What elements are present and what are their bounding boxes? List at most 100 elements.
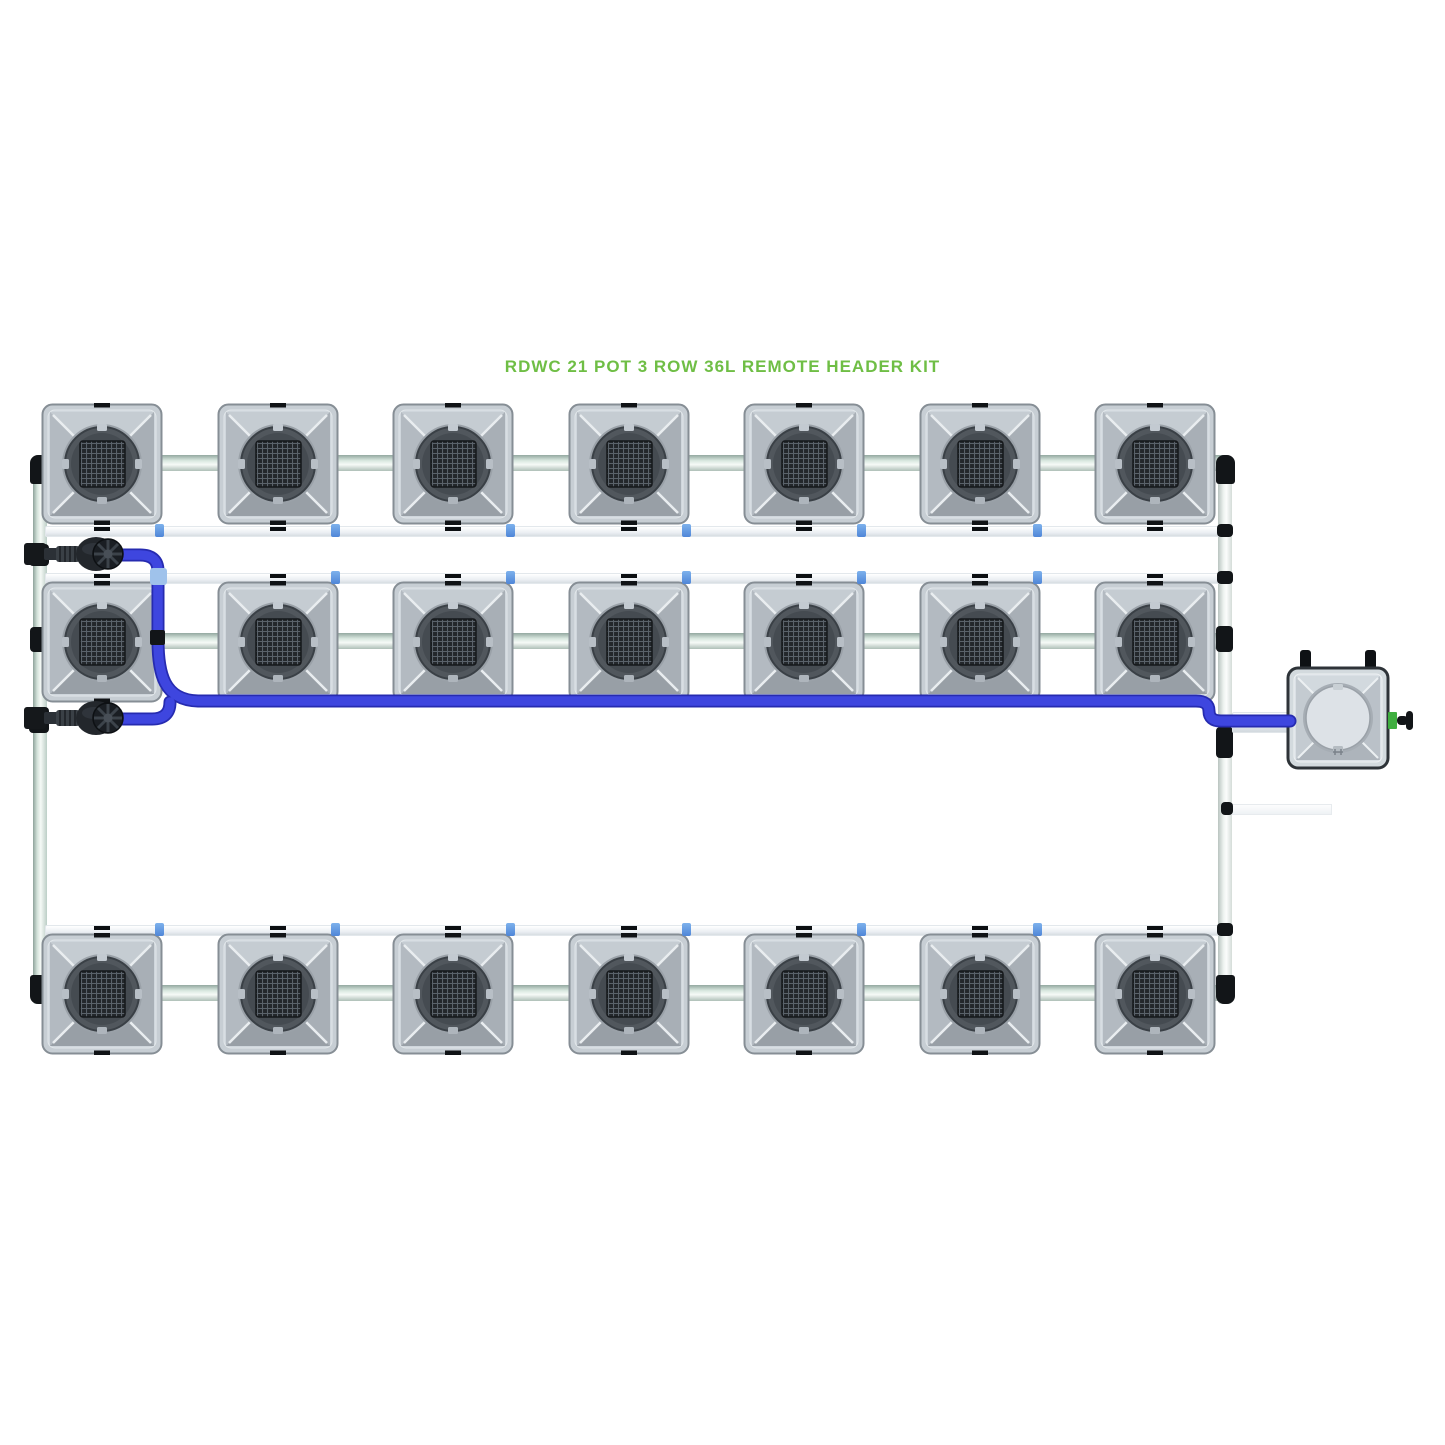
pot-graphic: [41, 401, 163, 527]
pot-graphic: [392, 579, 514, 705]
right-top-elbow: [1216, 455, 1235, 484]
right-collar-3: [1217, 923, 1233, 936]
pot-graphic: [743, 931, 865, 1057]
grow-pot-r2-c3: [392, 579, 514, 705]
pipe-clamp-mark: [971, 926, 988, 930]
pipe-clamp-mark: [445, 926, 461, 930]
grow-pot-r3-c2: [216, 931, 339, 1057]
grow-pot-r2-c2: [216, 579, 339, 705]
pot-graphic: [1094, 579, 1216, 705]
pipe-clamp-mark: [1147, 926, 1163, 930]
pump-fitting-row1: [22, 534, 136, 581]
pipe-connector: [857, 923, 866, 936]
grow-pot-r3-c1: [41, 931, 163, 1057]
grow-pot-r3-c3: [392, 931, 514, 1057]
grow-pot-r2-c4: [567, 579, 690, 705]
pipe-connector: [681, 571, 691, 584]
pot-graphic: [743, 401, 865, 527]
header-tank-graphic: [1286, 666, 1390, 770]
tank-outlet-adapter: [1397, 716, 1408, 725]
pipe-clamp-mark: [620, 527, 637, 531]
pipe-connector: [857, 571, 866, 584]
grow-pot-r2-c1: [41, 579, 163, 705]
pot-graphic: [216, 931, 339, 1057]
page-title: RDWC 21 POT 3 ROW 36L REMOTE HEADER KIT: [504, 357, 941, 376]
tank-post-left: [1300, 650, 1311, 669]
pump-fitting-graphic: [22, 535, 125, 573]
pot-graphic: [41, 579, 163, 705]
pipe-clamp-mark: [1147, 574, 1163, 578]
pipe-connector: [330, 524, 340, 537]
pot-graphic: [392, 401, 514, 527]
pipe-clamp-mark: [971, 527, 988, 531]
grow-pot-r3-c6: [918, 931, 1041, 1057]
grow-pot-r1-c2: [216, 401, 339, 527]
pipe-clamp-mark: [796, 926, 812, 930]
grow-pot-r2-c7: [1094, 579, 1216, 705]
pipe-connector: [681, 923, 691, 936]
drain-stub-pipe: [1228, 804, 1332, 815]
pump-fitting-graphic: [22, 699, 125, 737]
pipe-connector: [506, 524, 515, 537]
pipe-connector: [1032, 524, 1042, 537]
pipe-clamp-mark: [971, 574, 988, 578]
pot-graphic: [743, 579, 865, 705]
tank-outlet-fitting: [1388, 712, 1397, 729]
pipe-connector: [1032, 571, 1042, 584]
grow-pot-r3-c4: [567, 931, 690, 1057]
pot-graphic: [567, 401, 690, 527]
pipe-clamp-mark: [796, 574, 812, 578]
pipe-connector: [330, 571, 340, 584]
grow-pot-r1-c5: [743, 401, 865, 527]
pipe-connector: [506, 923, 515, 936]
pot-graphic: [567, 931, 690, 1057]
header-tank: [1286, 666, 1390, 770]
grow-pot-r3-c7: [1094, 931, 1216, 1057]
tank-outlet-tip: [1406, 711, 1413, 730]
tank-post-right: [1365, 650, 1376, 669]
pipe-clamp-mark: [620, 926, 637, 930]
return-pipe-row1: [45, 526, 1232, 537]
pipe-connector: [155, 571, 164, 584]
pot-graphic: [918, 401, 1041, 527]
pot-graphic: [41, 931, 163, 1057]
grow-pot-r2-c5: [743, 579, 865, 705]
pipe-clamp-mark: [269, 926, 286, 930]
pot-graphic: [567, 579, 690, 705]
tank-inlet-pipe: [1232, 712, 1290, 733]
pot-graphic: [216, 579, 339, 705]
right-collar-1: [1217, 524, 1233, 537]
right-header-tee: [1216, 727, 1233, 758]
pipe-clamp-mark: [445, 527, 461, 531]
pot-graphic: [1094, 401, 1216, 527]
pipe-clamp-mark: [1147, 527, 1163, 531]
pot-graphic: [918, 931, 1041, 1057]
pipe-connector: [506, 571, 515, 584]
pipe-connector: [155, 923, 164, 936]
right-row2-tee: [1216, 626, 1233, 652]
drain-stub-fitting: [1221, 802, 1233, 815]
right-collar-2: [1217, 571, 1233, 584]
pipe-clamp-mark: [269, 574, 286, 578]
pipe-clamp-mark: [445, 574, 461, 578]
grow-pot-r1-c7: [1094, 401, 1216, 527]
grow-pot-r2-c6: [918, 579, 1041, 705]
pipe-clamp-mark: [94, 926, 110, 930]
grow-pot-r1-c4: [567, 401, 690, 527]
pot-graphic: [392, 931, 514, 1057]
grow-pot-r1-c6: [918, 401, 1041, 527]
pipe-clamp-mark: [269, 527, 286, 531]
pipe-clamp-mark: [620, 574, 637, 578]
pipe-connector: [155, 524, 164, 537]
grow-pot-r1-c3: [392, 401, 514, 527]
pipe-clamp-mark: [94, 574, 110, 578]
right-bottom-elbow: [1216, 975, 1235, 1004]
pot-graphic: [216, 401, 339, 527]
pipe-clamp-mark: [796, 527, 812, 531]
pot-graphic: [918, 579, 1041, 705]
pipe-clamp-mark: [94, 527, 110, 531]
pipe-connector: [681, 524, 691, 537]
pipe-connector: [857, 524, 866, 537]
grow-pot-r1-c1: [41, 401, 163, 527]
pipe-connector: [330, 923, 340, 936]
